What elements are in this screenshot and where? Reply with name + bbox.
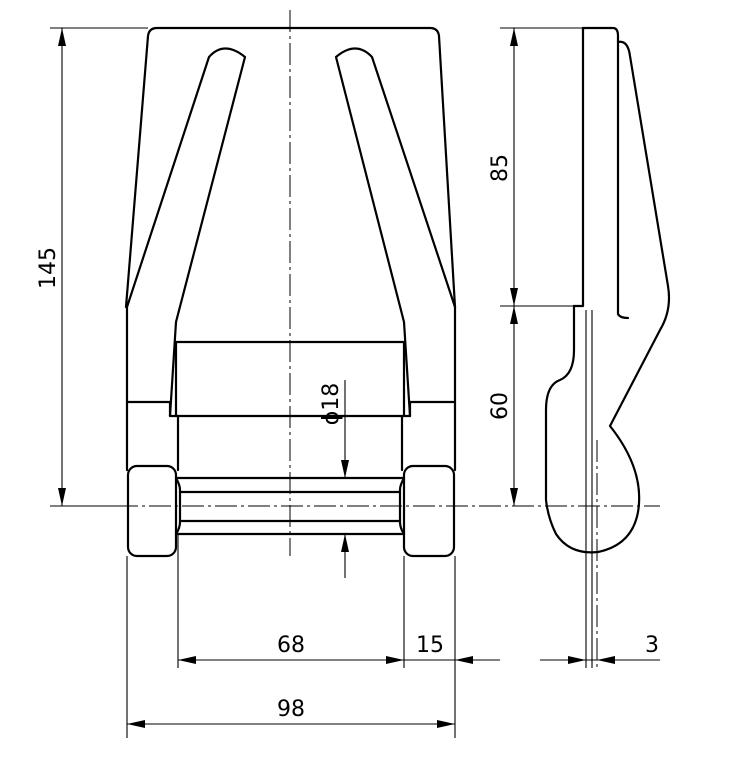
side-view — [544, 26, 671, 668]
right-slot — [334, 47, 457, 418]
side-plate — [581, 26, 630, 320]
middle-sides — [176, 414, 404, 472]
dimension-145: 145 — [36, 27, 148, 507]
left-collar — [126, 464, 178, 558]
dim-label-3: 3 — [645, 633, 659, 658]
dim-label-98: 98 — [277, 697, 305, 722]
front-plate-outline — [124, 26, 457, 309]
dimension-phi18: ϕ18 — [319, 380, 349, 578]
right-collar — [402, 464, 456, 558]
dimension-68-15: 68 15 — [177, 534, 500, 668]
dim-label-60: 60 — [488, 392, 513, 420]
dim-label-85: 85 — [488, 154, 513, 182]
dim-label-145: 145 — [36, 247, 61, 289]
side-plate-step — [572, 26, 585, 308]
middle-block — [174, 340, 406, 418]
dimension-60: 60 — [488, 306, 518, 506]
side-outer-profile — [544, 40, 671, 554]
dim-label-15: 15 — [416, 633, 444, 658]
dim-label-68: 68 — [277, 633, 305, 658]
dim-label-phi18: ϕ18 — [319, 383, 344, 426]
dimension-3: 3 — [540, 633, 660, 664]
left-slot — [125, 47, 247, 418]
dimension-98: 98 — [126, 556, 456, 738]
dimension-85: 85 — [488, 27, 583, 307]
